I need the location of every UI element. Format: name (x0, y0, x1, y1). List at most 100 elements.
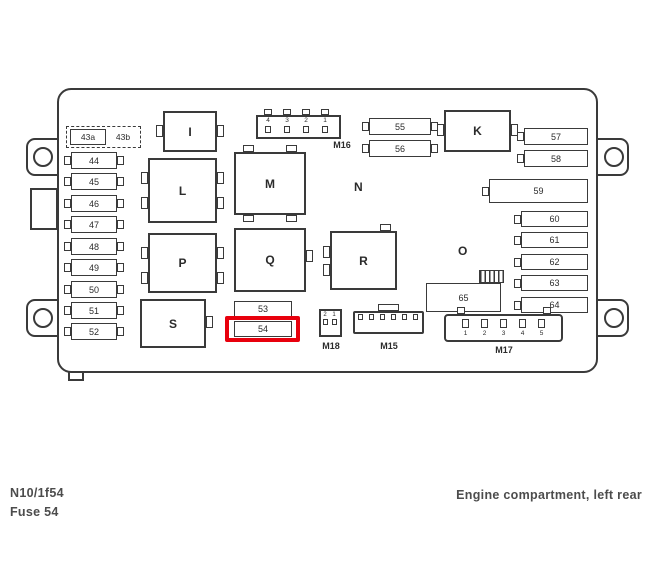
fuse-61: 61 (521, 232, 588, 248)
fuse-57: 57 (524, 128, 588, 145)
fuse-46: 46 (71, 195, 117, 212)
connector-m16-label: M16 (333, 140, 351, 150)
connector-tab (264, 109, 272, 115)
pin-number: 4 (520, 330, 525, 337)
connector-tab (117, 242, 124, 251)
connector-tab (141, 197, 148, 209)
connector-tab (141, 172, 148, 184)
fuse-59: 59 (489, 179, 588, 203)
connector-tab (286, 215, 297, 222)
connector-tab (64, 263, 71, 272)
fuse-43b: 43b (115, 132, 131, 142)
connector-tab (117, 177, 124, 186)
connector-tab (457, 307, 465, 314)
connector-pin (391, 314, 396, 320)
connector-pin (538, 319, 545, 328)
fuse-55: 55 (369, 118, 431, 135)
connector-tab (217, 125, 224, 137)
connector-pin (402, 314, 407, 320)
fuse-43a: 43a (70, 129, 106, 145)
fuse-53: 53 (234, 301, 292, 317)
caption-location: Engine compartment, left rear (456, 488, 642, 502)
block-65-connector (479, 270, 504, 283)
pin-number: 2 (482, 330, 487, 337)
fuse-51: 51 (71, 302, 117, 319)
connector-tab (283, 109, 291, 115)
connector-tab (117, 156, 124, 165)
mounting-hole-top-left (33, 147, 53, 167)
pin-number: 2 (304, 117, 308, 124)
connector-tab (243, 215, 254, 222)
relay-k: K (444, 110, 511, 152)
connector-tab (243, 145, 254, 152)
relay-l: L (148, 158, 217, 223)
connector-pin (332, 319, 337, 325)
fuse-49: 49 (71, 259, 117, 276)
relay-p: P (148, 233, 217, 293)
connector-pin (358, 314, 363, 320)
area-label-n: N (354, 180, 363, 194)
relay-s: S (140, 299, 206, 348)
connector-pin (323, 319, 328, 325)
side-bracket (30, 188, 58, 230)
connector-tab (517, 154, 524, 163)
connector-tab (286, 145, 297, 152)
pin-number: 5 (539, 330, 544, 337)
connector-tab (323, 246, 330, 258)
connector-tab (362, 144, 369, 153)
connector-tab (517, 132, 524, 141)
connector-m17 (444, 314, 563, 342)
relay-q: Q (234, 228, 306, 292)
connector-tab (302, 109, 310, 115)
pin-number: 4 (266, 117, 270, 124)
mounting-hole-bottom-left (33, 308, 53, 328)
connector-tab (514, 279, 521, 288)
connector-tab (141, 272, 148, 284)
connector-pin (380, 314, 385, 320)
connector-tab (117, 199, 124, 208)
relay-r: R (330, 231, 397, 290)
connector-m18 (319, 309, 342, 337)
connector-tab (217, 197, 224, 209)
fuse-58: 58 (524, 150, 588, 167)
pin-number: 1 (463, 330, 468, 337)
connector-tab (64, 156, 71, 165)
connector-tab (514, 215, 521, 224)
connector-tab (64, 306, 71, 315)
connector-pin (481, 319, 488, 328)
fuse-54-highlight (225, 316, 300, 342)
connector-pin (265, 126, 271, 133)
area-label-o: O (458, 244, 468, 258)
connector-pin (322, 126, 328, 133)
fuse-50: 50 (71, 281, 117, 298)
mounting-hole-bottom-right (604, 308, 624, 328)
connector-pin (462, 319, 469, 328)
connector-tab (321, 109, 329, 115)
connector-tab (64, 327, 71, 336)
connector-tab (117, 327, 124, 336)
fuse-52: 52 (71, 323, 117, 340)
connector-tab (217, 272, 224, 284)
connector-tab (117, 263, 124, 272)
fuse-63: 63 (521, 275, 588, 291)
pin-number: 3 (501, 330, 506, 337)
connector-m18-label: M18 (322, 341, 340, 351)
fuse-48: 48 (71, 238, 117, 255)
fuse-60: 60 (521, 211, 588, 227)
connector-tab (482, 187, 489, 196)
connector-pin (303, 126, 309, 133)
connector-tab (543, 307, 551, 314)
connector-tab (362, 122, 369, 131)
fuse-62: 62 (521, 254, 588, 270)
connector-m15-label: M15 (380, 341, 398, 351)
connector-tab (514, 301, 521, 310)
pin-number: 2 (323, 312, 327, 318)
connector-pin (519, 319, 526, 328)
connector-tab (511, 124, 518, 136)
connector-pin (284, 126, 290, 133)
connector-tab (117, 220, 124, 229)
connector-tab (117, 306, 124, 315)
connector-tab (64, 242, 71, 251)
connector-pin (369, 314, 374, 320)
